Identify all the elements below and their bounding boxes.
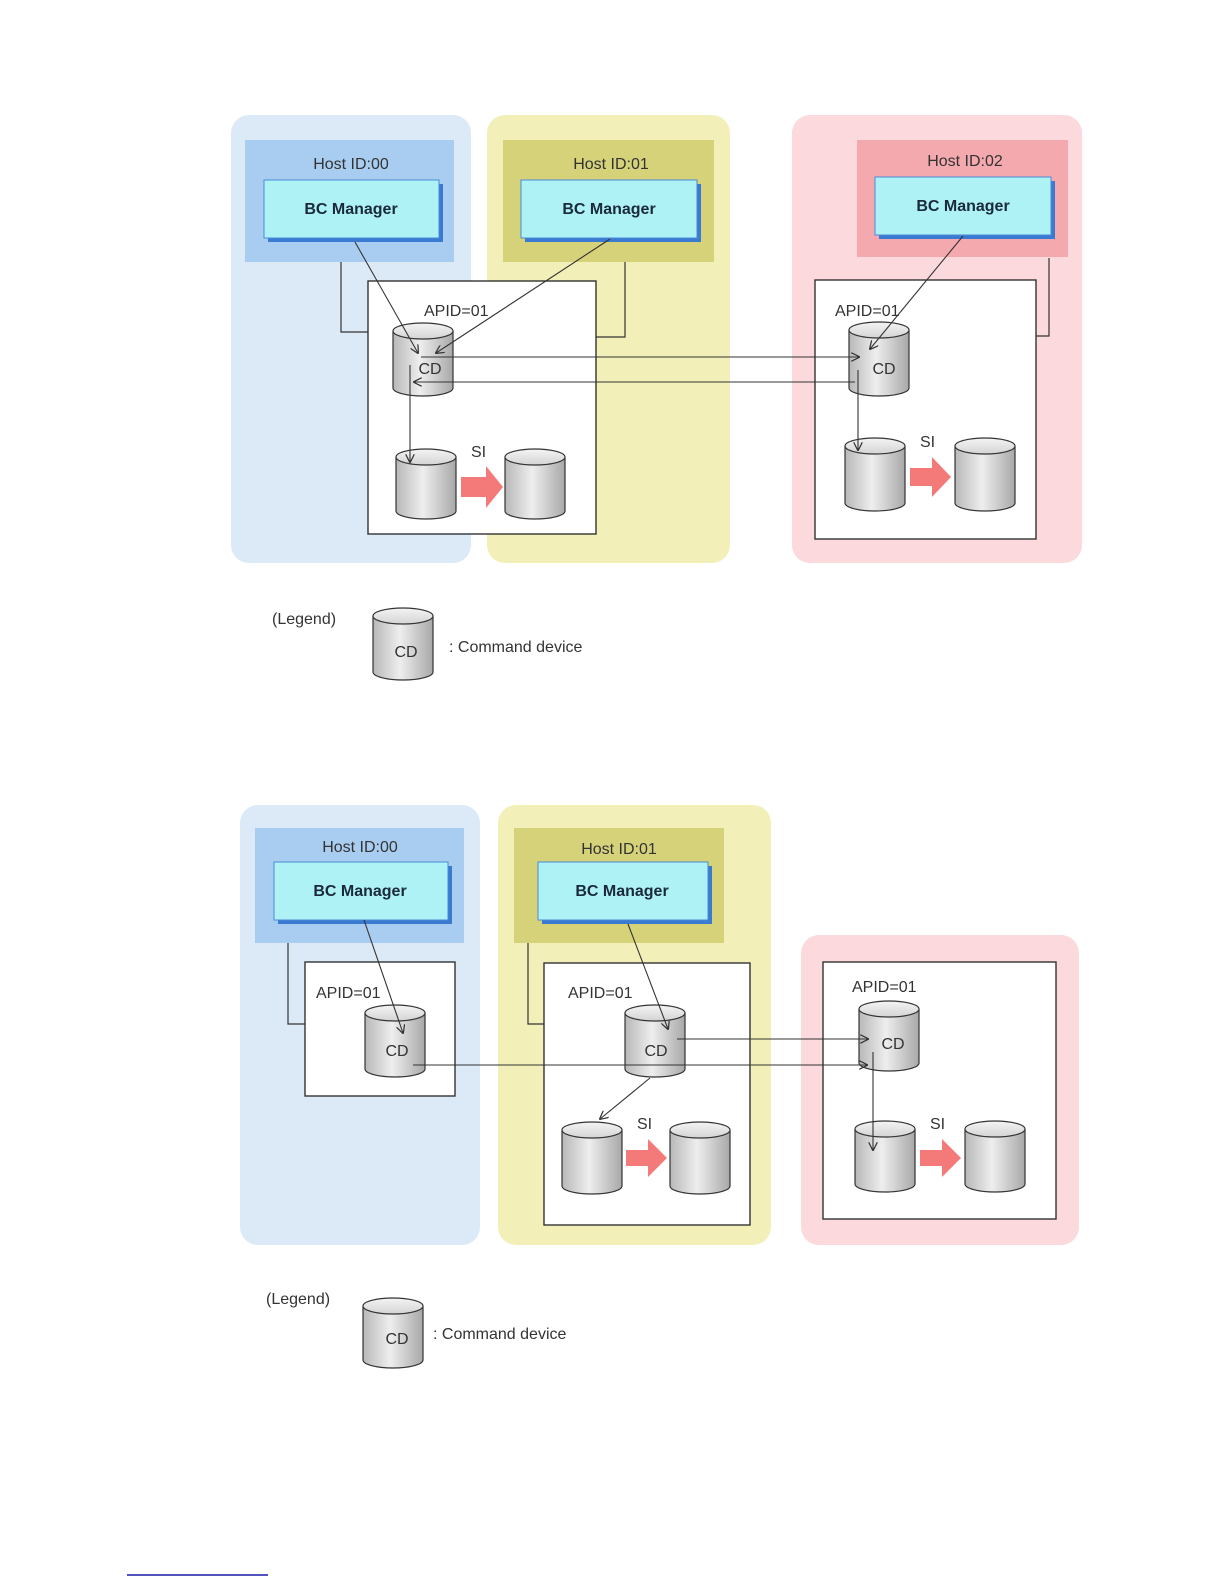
- cd-label: CD: [418, 361, 441, 378]
- cd-label: CD: [881, 1036, 904, 1053]
- legend-cd-icon: CD: [363, 1298, 423, 1368]
- apid-label: APID=01: [852, 979, 917, 996]
- secondary-volume-1: [505, 449, 565, 519]
- secondary-volume-3: [965, 1121, 1025, 1192]
- secondary-volume-2: [670, 1122, 730, 1194]
- diagram-2: Host ID:00 Host ID:01 BC Manager BC Mana…: [240, 805, 1079, 1368]
- si-label: SI: [930, 1116, 945, 1133]
- legend-description: : Command device: [449, 639, 582, 656]
- cd-label: CD: [644, 1043, 667, 1060]
- command-device-1: CD: [365, 1005, 425, 1077]
- legend-cd-icon: CD: [373, 608, 433, 680]
- legend-title: (Legend): [272, 611, 336, 628]
- bc-manager-label: BC Manager: [304, 201, 397, 218]
- primary-volume-2: [845, 438, 905, 511]
- bc-manager-00: BC Manager: [274, 862, 452, 924]
- legend-cd-label: CD: [385, 1331, 408, 1348]
- bc-manager-00: BC Manager: [264, 180, 443, 242]
- apid-label: APID=01: [835, 303, 900, 320]
- bc-manager-02: BC Manager: [875, 177, 1055, 239]
- primary-volume-1: [396, 449, 456, 519]
- legend-description: : Command device: [433, 1326, 566, 1343]
- host-01-label: Host ID:01: [581, 841, 657, 858]
- bc-manager-01: BC Manager: [521, 180, 701, 242]
- bc-manager-01: BC Manager: [538, 862, 712, 924]
- bc-manager-label: BC Manager: [562, 201, 655, 218]
- host-00-label: Host ID:00: [322, 839, 398, 856]
- host-02-label: Host ID:02: [927, 153, 1003, 170]
- bc-manager-label: BC Manager: [916, 198, 1009, 215]
- diagram-1: Host ID:00 Host ID:01 Host ID:02 BC Mana…: [231, 115, 1082, 680]
- si-label: SI: [637, 1116, 652, 1133]
- primary-volume-2: [562, 1122, 622, 1194]
- command-device-3: CD: [859, 1001, 919, 1071]
- apid-label: APID=01: [316, 985, 381, 1002]
- command-device-2: CD: [625, 1005, 685, 1077]
- cd-label: CD: [872, 361, 895, 378]
- si-label: SI: [471, 444, 486, 461]
- bc-manager-label: BC Manager: [575, 883, 668, 900]
- host-01-label: Host ID:01: [573, 156, 649, 173]
- bc-manager-label: BC Manager: [313, 883, 406, 900]
- primary-volume-3: [855, 1121, 915, 1192]
- si-label: SI: [920, 434, 935, 451]
- apid-label: APID=01: [568, 985, 633, 1002]
- legend-cd-label: CD: [394, 644, 417, 661]
- host-00-label: Host ID:00: [313, 156, 389, 173]
- command-device-1: CD: [393, 323, 453, 396]
- apid-label: APID=01: [424, 303, 489, 320]
- legend-title: (Legend): [266, 1291, 330, 1308]
- secondary-volume-2: [955, 438, 1015, 511]
- cd-label: CD: [385, 1043, 408, 1060]
